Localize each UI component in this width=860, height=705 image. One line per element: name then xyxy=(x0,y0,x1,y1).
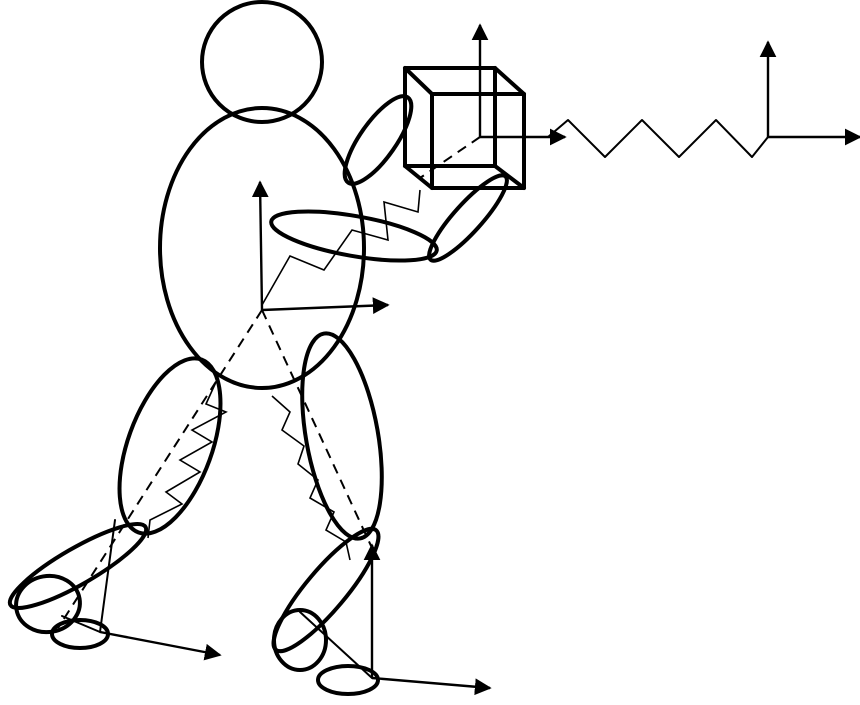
right-leg-spring xyxy=(272,396,350,560)
pelvis-right-foot-dashed-line xyxy=(262,310,372,548)
head xyxy=(202,2,322,122)
upper-arm xyxy=(333,87,422,193)
world-frame-axes xyxy=(768,42,860,137)
pelvis-hand-spring xyxy=(262,190,420,305)
box-world-spring xyxy=(548,120,768,157)
box-object xyxy=(405,68,524,188)
left-leg-spring xyxy=(148,382,226,538)
right-thigh xyxy=(288,327,395,544)
box-to-hand-dashed-line xyxy=(420,137,480,178)
pelvis-frame-axes xyxy=(260,182,388,310)
forearm xyxy=(268,202,440,271)
right-foot-toe xyxy=(318,666,378,694)
